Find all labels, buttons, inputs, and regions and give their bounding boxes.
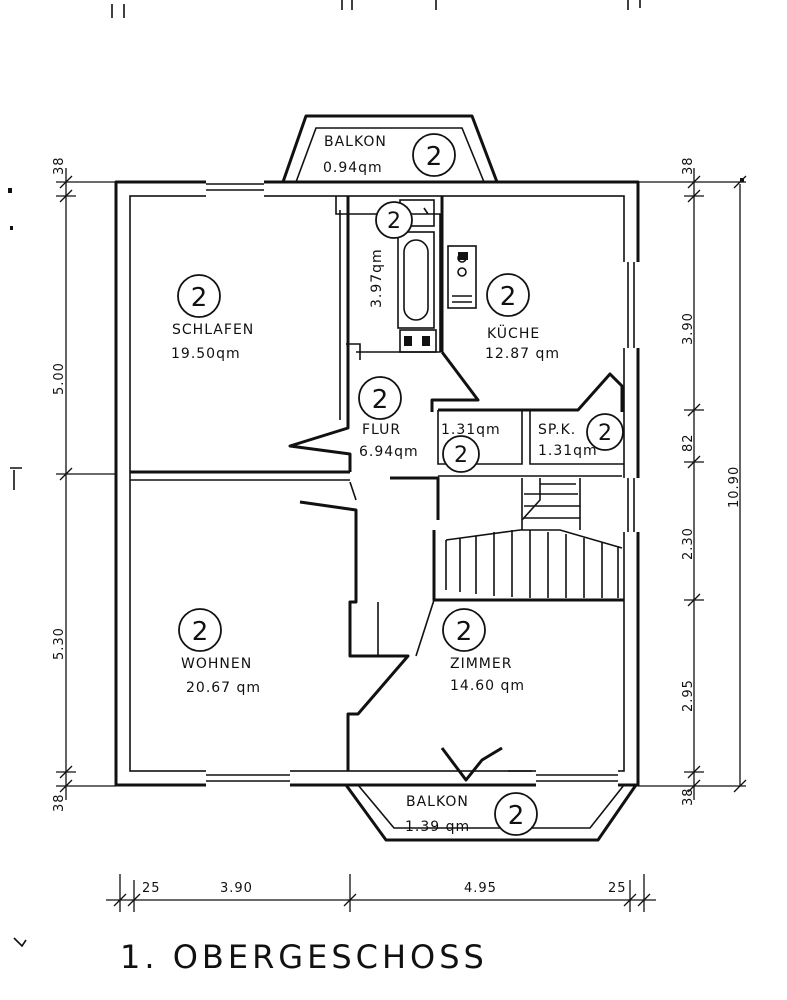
interior-walls — [130, 196, 624, 782]
room-area-schlafen: 19.50qm — [171, 346, 241, 362]
unit-badge-spk — [586, 413, 624, 451]
unit-number-wohnen: 2 — [192, 617, 209, 647]
room-area-flur: 6.94qm — [359, 444, 419, 460]
dim-right-4: 2.30 — [681, 527, 696, 560]
dim-left-2: 5.00 — [52, 362, 67, 395]
unit-badge-flur — [358, 376, 402, 420]
dim-bottom-1: 25 — [142, 881, 161, 896]
unit-badge-schlafen — [177, 274, 221, 318]
scan-marks — [8, 178, 744, 948]
room-area-wc: 1.31qm — [441, 422, 501, 438]
dim-right-3: 82 — [681, 433, 696, 452]
unit-number-spk: 2 — [598, 421, 612, 446]
room-name-kueche: KÜCHE — [487, 324, 540, 342]
dim-bottom-3: 4.95 — [464, 881, 497, 896]
room-area-spk: 1.31qm — [538, 443, 598, 459]
dim-left-4: 38 — [52, 793, 67, 812]
dim-right-6: 38 — [681, 787, 696, 806]
room-name-balkon-bottom: BALKON — [406, 794, 469, 810]
room-area-bad: 3.97qm — [369, 248, 385, 308]
dim-left-3: 5.30 — [52, 627, 67, 660]
unit-number-wc: 2 — [454, 443, 468, 468]
top-edge-marks — [111, 0, 641, 18]
room-name-schlafen: SCHLAFEN — [172, 322, 254, 338]
dim-bottom-2: 3.90 — [220, 881, 253, 896]
unit-badge-kueche — [486, 273, 530, 317]
dim-overall: 10.90 — [727, 466, 742, 508]
unit-number-kueche: 2 — [500, 282, 517, 312]
room-name-zimmer: ZIMMER — [450, 656, 512, 672]
room-area-kueche: 12.87 qm — [485, 346, 560, 362]
unit-badge-balkon-bottom — [494, 792, 538, 836]
room-area-zimmer: 14.60 qm — [450, 678, 525, 694]
unit-number-schlafen: 2 — [191, 283, 208, 313]
staircase — [445, 478, 623, 598]
unit-number-flur: 2 — [372, 385, 389, 415]
room-name-flur: FLUR — [362, 422, 401, 438]
dim-right-5: 2.95 — [681, 679, 696, 712]
unit-number-bad: 2 — [387, 209, 401, 234]
dim-left-1: 38 — [52, 156, 67, 175]
room-name-wohnen: WOHNEN — [181, 656, 252, 672]
unit-number-balkon-bottom: 2 — [508, 801, 525, 831]
stove — [447, 245, 477, 309]
unit-badge-wohnen — [178, 608, 222, 652]
bottom-dimension-chain — [106, 874, 656, 912]
room-area-balkon-bottom: 1.39 qm — [405, 819, 470, 835]
unit-number-zimmer: 2 — [456, 617, 473, 647]
dim-right-1: 38 — [681, 156, 696, 175]
unit-badge-zimmer — [442, 608, 486, 652]
unit-badge-balkon-top — [412, 133, 456, 177]
room-area-balkon-top: 0.94qm — [323, 160, 383, 176]
unit-badge-bad — [375, 201, 413, 239]
unit-badge-wc — [442, 435, 480, 473]
room-name-spk: SP.K. — [538, 422, 576, 438]
dim-right-2: 3.90 — [681, 312, 696, 345]
windows — [206, 180, 640, 787]
room-name-balkon-top: BALKON — [324, 134, 387, 150]
left-dimension-chain — [56, 168, 116, 800]
doors — [346, 343, 361, 501]
room-area-wohnen: 20.67 qm — [186, 680, 261, 696]
unit-number-balkon-top: 2 — [426, 142, 443, 172]
dim-bottom-4: 25 — [608, 881, 627, 896]
bathtub — [397, 231, 435, 329]
plan-title: 1. OBERGESCHOSS — [120, 938, 488, 976]
